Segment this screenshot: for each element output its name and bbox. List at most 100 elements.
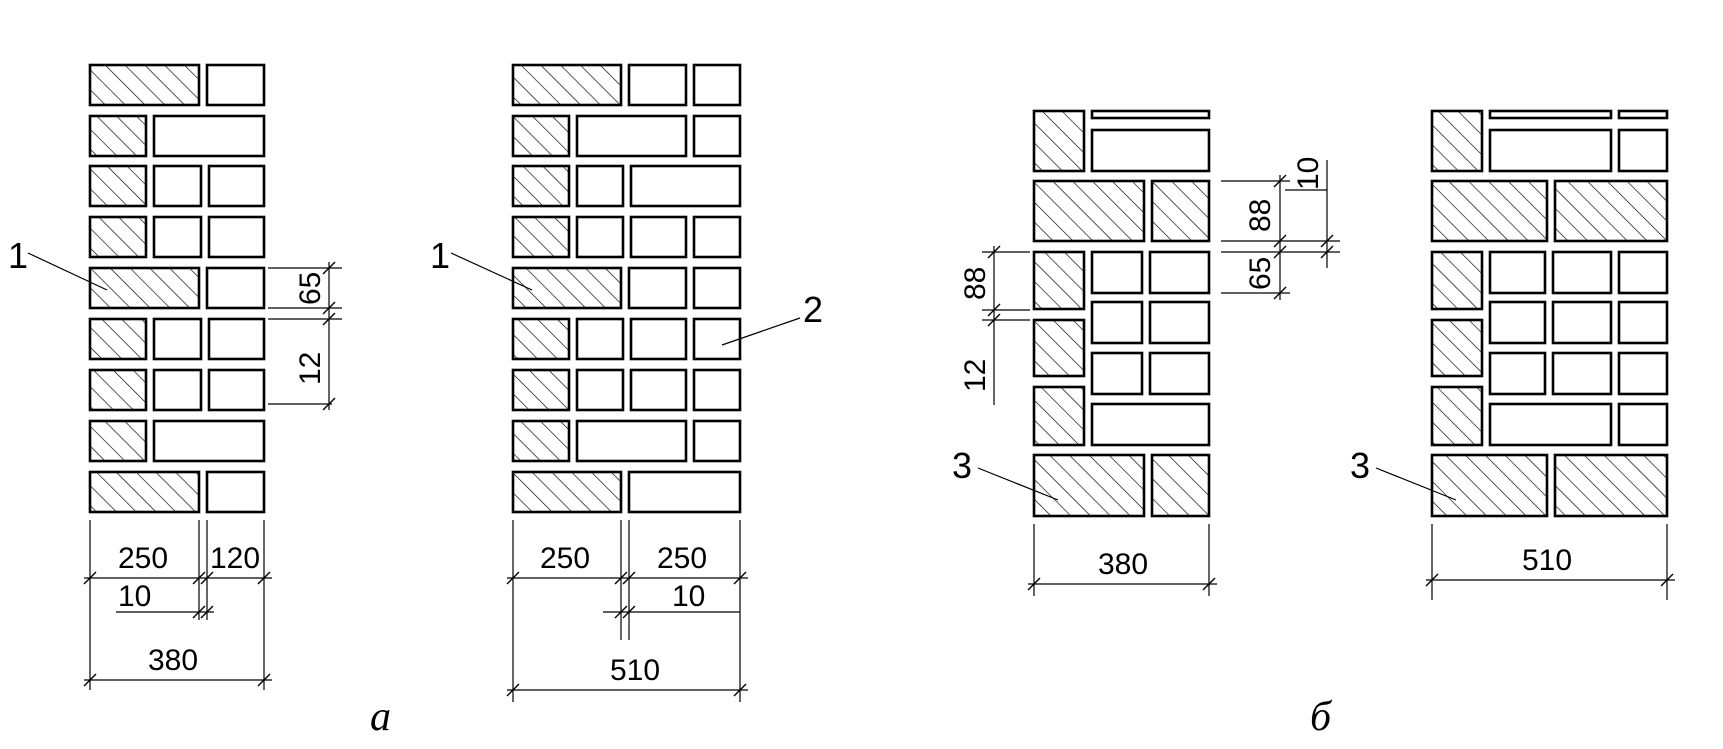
brick-hatched (1032, 318, 1086, 378)
brick (207, 164, 266, 208)
brick (692, 317, 742, 361)
brick (1551, 351, 1613, 396)
dim-joint: 10 (118, 580, 151, 613)
brick-hatched (1430, 179, 1549, 243)
brick-hatched (88, 266, 201, 310)
brick-hatched (511, 266, 623, 310)
brick (1090, 109, 1211, 120)
dim-total: 510 (610, 654, 660, 687)
brick-hatched (88, 63, 201, 107)
brick-hatched (511, 63, 623, 107)
bottom-dimension: 380 (1027, 524, 1217, 596)
dim-width-left: 250 (540, 542, 590, 575)
brick (1551, 300, 1613, 345)
callout-leader (450, 252, 533, 291)
brick (1617, 402, 1669, 447)
dim-brick-height: 65 (294, 272, 327, 305)
brick (692, 114, 742, 158)
brick-hatched (1430, 318, 1484, 378)
brick (1488, 250, 1547, 295)
brick-hatched (1430, 385, 1484, 447)
brick (1148, 351, 1211, 396)
brick (205, 470, 266, 514)
brick (627, 470, 742, 514)
callout-leader (721, 317, 801, 346)
dim-total: 510 (1522, 544, 1572, 577)
brick-hatched (1032, 453, 1146, 518)
brick (575, 215, 625, 259)
callout-leader (1375, 467, 1457, 501)
brick (1148, 250, 1211, 295)
brick-hatched (511, 419, 571, 463)
brick (1090, 128, 1211, 173)
brick (575, 317, 625, 361)
brick (152, 114, 266, 158)
brick-hatched (1553, 179, 1669, 243)
brick-hatched (1032, 250, 1086, 311)
dim-joint: 10 (672, 580, 705, 613)
brick-hatched (88, 164, 148, 208)
callout-label: 1 (430, 235, 450, 276)
brick-hatched (88, 215, 148, 259)
brick (1148, 300, 1211, 345)
brick-hatched (511, 215, 571, 259)
brick (152, 317, 203, 361)
brick (692, 419, 742, 463)
brick (1617, 300, 1669, 345)
brick (575, 114, 688, 158)
brick (1488, 300, 1547, 345)
brick (1488, 109, 1613, 120)
brick-courses (1032, 109, 1211, 518)
brick (1090, 351, 1144, 396)
side-dimension-right: 10 88 65 (1221, 157, 1340, 300)
brick (629, 215, 688, 259)
brick (692, 368, 742, 412)
brick (629, 317, 688, 361)
brick (152, 215, 203, 259)
brick (692, 266, 742, 310)
brick-hatched (88, 114, 148, 158)
brick-hatched (1430, 109, 1484, 173)
brick (1488, 402, 1613, 447)
brick-courses (1430, 109, 1669, 518)
brick-hatched (1032, 109, 1086, 173)
brick (152, 164, 203, 208)
caption-a: а (370, 694, 391, 740)
brick-hatched (511, 164, 571, 208)
brick-hatched (1150, 453, 1211, 518)
brick (1090, 402, 1211, 447)
brick-hatched (1553, 453, 1669, 518)
callout-leader (27, 252, 108, 291)
callout-label: 1 (8, 235, 28, 276)
dim-course-height: 88 (959, 267, 992, 300)
brick-courses (88, 63, 266, 514)
brick (1617, 109, 1669, 120)
brick (575, 164, 625, 208)
brick-hatched (88, 317, 148, 361)
dim-width-right: 120 (210, 542, 260, 575)
brick (627, 266, 688, 310)
dim-joint-height: 12 (294, 352, 327, 385)
brick-hatched (511, 317, 571, 361)
brick-hatched (511, 470, 623, 514)
caption-b: б (1310, 694, 1333, 740)
brick (1488, 351, 1547, 396)
brick-hatched (1150, 179, 1211, 243)
brick (1551, 250, 1613, 295)
dim-brick-height: 65 (1244, 257, 1277, 290)
brick-hatched (88, 419, 148, 463)
masonry-diagram-380: 1 65 12 (8, 63, 342, 690)
brick-hatched (1430, 250, 1484, 311)
callout-label: 2 (803, 289, 823, 330)
brick (205, 63, 266, 107)
masonry-diagram-510-modular: 3 510 (1350, 109, 1675, 600)
brick-hatched (88, 470, 201, 514)
brick (207, 215, 266, 259)
callout-label: 3 (952, 445, 972, 486)
side-dimension-left: 88 12 (959, 245, 1030, 405)
dim-course-height: 88 (1244, 199, 1277, 232)
brick (207, 317, 266, 361)
callout-label: 3 (1350, 445, 1370, 486)
brick (205, 266, 266, 310)
dim-width-right: 250 (657, 542, 707, 575)
